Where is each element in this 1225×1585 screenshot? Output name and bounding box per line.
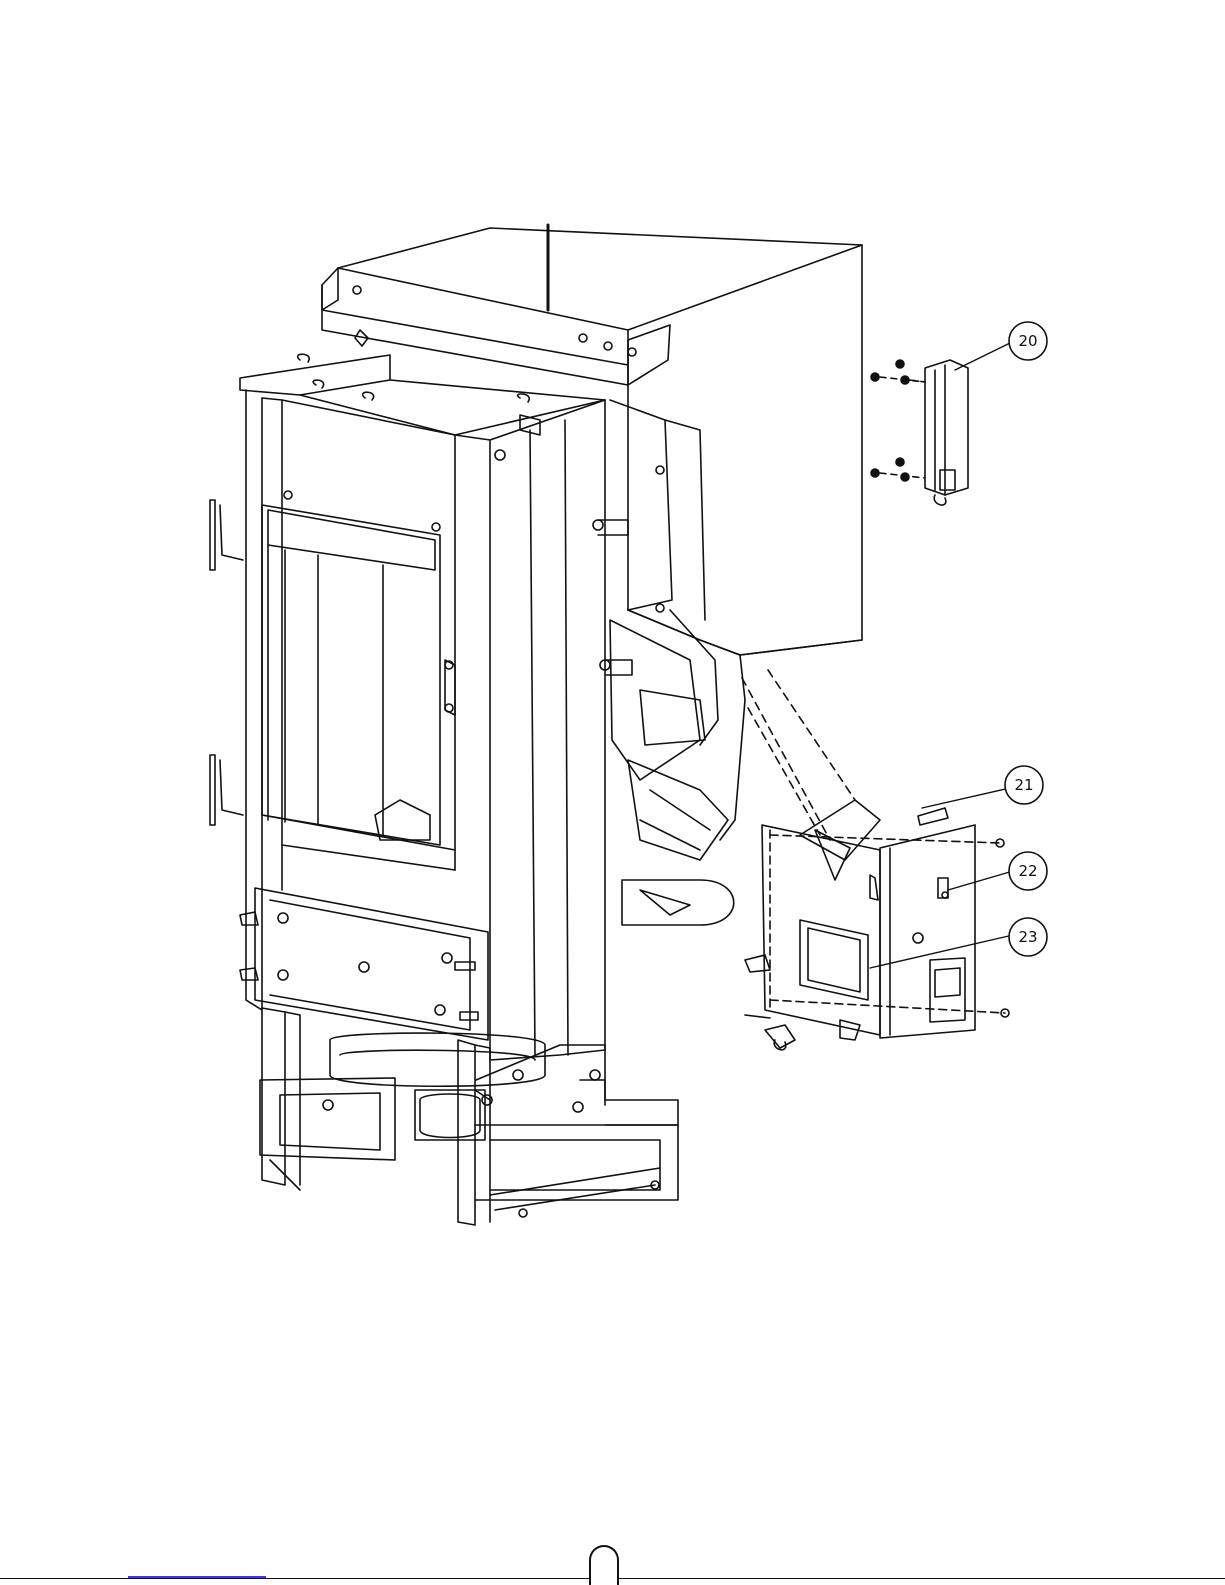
parts-21-23-control-board	[745, 800, 1009, 1050]
footer-link[interactable]	[128, 1576, 266, 1578]
callout-22: 22	[1009, 852, 1047, 890]
callout-23-label: 23	[1018, 928, 1037, 946]
callout-22-label: 22	[1018, 862, 1037, 880]
callout-21: 21	[1005, 766, 1043, 804]
front-panel	[240, 888, 488, 1040]
callout-23: 23	[1009, 918, 1047, 956]
callout-20: 20	[1009, 322, 1047, 360]
assembly-guide-lines	[742, 670, 855, 840]
page-number-tab	[589, 1545, 619, 1585]
callout-leaders	[870, 343, 1023, 968]
hopper-assembly	[322, 225, 862, 925]
part-20-bracket	[871, 360, 968, 505]
firebox-frame	[210, 330, 605, 1060]
callout-21-label: 21	[1014, 776, 1033, 794]
callout-20-label: 20	[1018, 332, 1037, 350]
base-assembly	[260, 1008, 678, 1225]
